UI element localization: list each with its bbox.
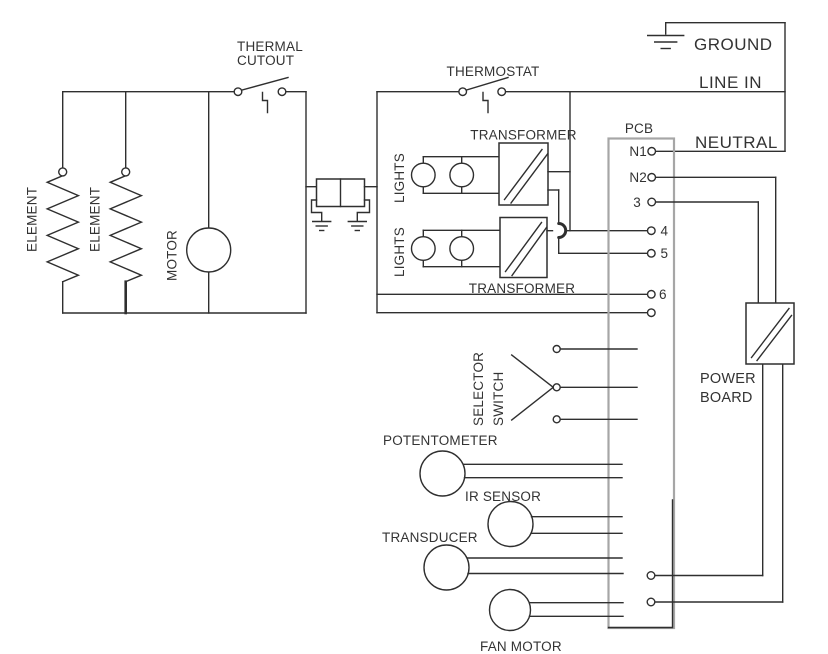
ir-sensor-symbol <box>487 500 623 548</box>
element-left-label: ELEMENT <box>25 187 40 252</box>
element-right-resistor <box>108 174 144 283</box>
neutral-label: NEUTRAL <box>695 133 778 152</box>
ground-symbol-main <box>647 34 685 50</box>
pcb-block <box>607 137 784 630</box>
potentiometer-symbol <box>419 450 623 497</box>
selector-switch-symbol <box>510 344 638 424</box>
thermostat-switch <box>458 76 509 114</box>
terminal-label-3: 3 <box>633 195 641 210</box>
thermostat-contact-left <box>458 87 468 97</box>
thermal-cutout-blade <box>241 76 289 91</box>
pcb-terminal-4 <box>646 226 656 236</box>
terminal-label-4: 4 <box>661 224 669 239</box>
potentiometer-circle <box>419 450 466 497</box>
lights-upper-row <box>410 156 500 194</box>
pcb-label: PCB <box>625 121 653 136</box>
thermostat-contact-right <box>497 87 507 97</box>
thermostat-label: THERMOSTAT <box>447 64 540 79</box>
pcb-terminal-n2 <box>647 172 657 182</box>
lights-transformer-circuit <box>376 76 786 314</box>
pcb-outline-dark-edge <box>607 499 674 629</box>
power-board-diagonal <box>750 307 790 359</box>
transformer-lower-symbol <box>499 216 548 279</box>
power-board-label: POWER <box>700 371 756 387</box>
selector-contact <box>552 415 561 424</box>
fan-motor-symbol <box>488 588 624 632</box>
thermostat-element <box>482 91 489 114</box>
thermal-cutout-switch <box>233 76 289 114</box>
pcb-terminal-unlabeled <box>646 571 656 581</box>
mains-entry <box>647 22 786 152</box>
transducer-label: TRANSDUCER <box>382 530 478 545</box>
terminal-label-n1: N1 <box>629 144 647 159</box>
selector-switch-label: SELECTOR <box>471 352 486 426</box>
wire <box>356 199 371 222</box>
lamp-symbol <box>449 235 475 261</box>
thermal-cutout-label: CUTOUT <box>237 53 294 68</box>
pcb-terminal-3 <box>647 197 657 207</box>
element-right-label: ELEMENT <box>88 187 103 252</box>
element-left-resistor <box>45 174 81 283</box>
selector-arm <box>510 354 555 389</box>
motor-label: MOTOR <box>165 230 180 281</box>
lamp-symbol <box>410 235 436 261</box>
wire-hop-arc <box>557 222 568 239</box>
motor-symbol <box>185 227 232 273</box>
lights-lower-label: LIGHTS <box>392 227 407 277</box>
pcb-terminal-5 <box>646 248 656 258</box>
thermal-cutout-label: THERMAL <box>237 39 303 54</box>
ground-label: GROUND <box>694 35 773 54</box>
transformer-upper-label: TRANSFORMER <box>470 128 577 143</box>
ground-symbol-left <box>312 220 332 232</box>
pcb-outline <box>607 137 676 630</box>
power-board-diagonal <box>756 314 793 362</box>
ground-symbol-right <box>347 220 367 232</box>
element-left-terminal <box>58 167 68 177</box>
lamp-symbol <box>410 162 436 188</box>
heater-motor-circuit <box>45 91 307 315</box>
power-board-symbol <box>745 302 795 365</box>
pcb-terminal-6 <box>646 289 656 299</box>
transformer-upper-symbol <box>498 142 549 206</box>
transducer-circle <box>423 544 470 591</box>
line-in-label: LINE IN <box>699 73 762 92</box>
pcb-terminal-unlabeled <box>646 308 656 318</box>
terminal-label-n2: N2 <box>629 170 647 185</box>
selector-contact <box>552 383 561 392</box>
transducer-symbol <box>423 544 624 591</box>
lights-upper-label: LIGHTS <box>392 153 407 203</box>
terminal-label-5: 5 <box>661 246 669 261</box>
power-board-label: BOARD <box>700 390 753 406</box>
lights-lower-row <box>410 229 501 268</box>
thermal-cutout-element <box>261 91 269 114</box>
selector-contact <box>552 344 561 354</box>
lamp-symbol <box>449 162 475 188</box>
selector-switch-label: SWITCH <box>491 372 506 426</box>
fan-motor-label: FAN MOTOR <box>480 639 562 654</box>
transformer-lower-label: TRANSFORMER <box>469 281 576 296</box>
thermostat-blade <box>465 76 509 91</box>
ir-sensor-label: IR SENSOR <box>465 489 541 504</box>
ir-sensor-circle <box>487 500 534 548</box>
pcb-terminal-unlabeled <box>646 597 656 607</box>
emi-filter <box>305 178 378 232</box>
wire <box>310 199 323 222</box>
potentiometer-label: POTENTOMETER <box>383 433 498 448</box>
element-right-terminal <box>120 167 131 177</box>
pcb-terminal-n1 <box>647 146 657 156</box>
thermal-cutout-contact-left <box>233 87 243 97</box>
fan-motor-circle <box>488 588 532 632</box>
thermal-cutout-contact-right <box>277 87 287 97</box>
terminal-label-6: 6 <box>659 287 667 302</box>
selector-arm <box>510 386 555 421</box>
